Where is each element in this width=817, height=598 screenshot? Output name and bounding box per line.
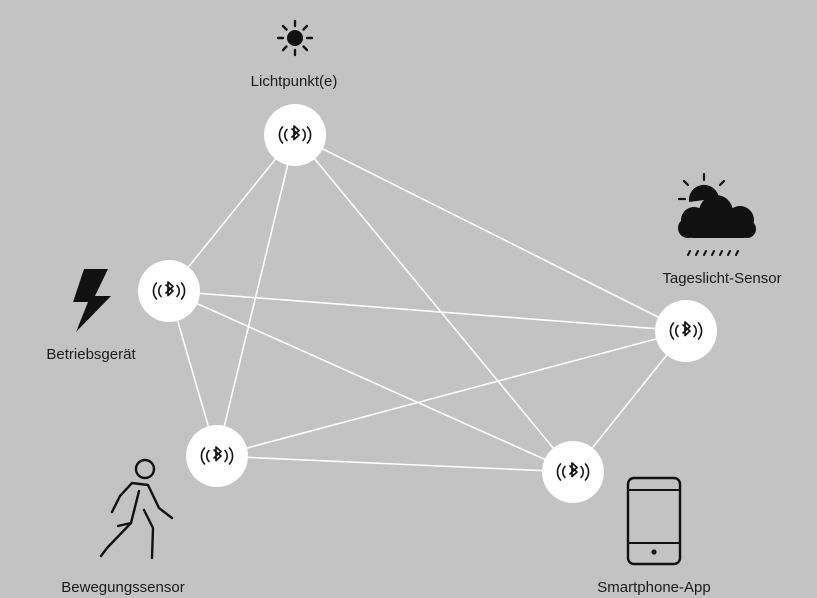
link-lichtpunkt-betriebsgeraet: [168, 134, 296, 292]
node-lichtpunkt: [264, 104, 326, 166]
node-tageslicht: [655, 300, 717, 362]
node-bewegung: [186, 425, 248, 487]
links-layer: [168, 134, 687, 473]
node-smartphone: [542, 441, 604, 503]
sun-icon: [276, 19, 314, 57]
link-lichtpunkt-tageslicht: [294, 134, 687, 332]
link-lichtpunkt-smartphone: [294, 134, 574, 473]
link-bewegung-tageslicht: [216, 330, 687, 457]
smartphone-icon: [626, 476, 682, 566]
link-lichtpunkt-bewegung: [216, 134, 296, 457]
label-betriebsgeraet: Betriebsgerät: [46, 346, 136, 363]
label-lichtpunkt: Lichtpunkt(e): [251, 73, 338, 90]
lightning-bolt-icon: [73, 269, 111, 332]
link-betriebsgeraet-tageslicht: [168, 290, 687, 332]
label-bewegungssensor: Bewegungssensor: [61, 579, 184, 596]
walking-person-icon: [99, 458, 174, 560]
link-betriebsgeraet-smartphone: [168, 290, 574, 473]
sun-cloud-rain-icon: [677, 172, 756, 256]
node-betriebsgeraet: [138, 260, 200, 322]
label-smartphone-app: Smartphone-App: [597, 579, 710, 596]
label-tageslicht-sensor: Tageslicht-Sensor: [662, 270, 781, 287]
link-bewegung-smartphone: [216, 455, 574, 473]
